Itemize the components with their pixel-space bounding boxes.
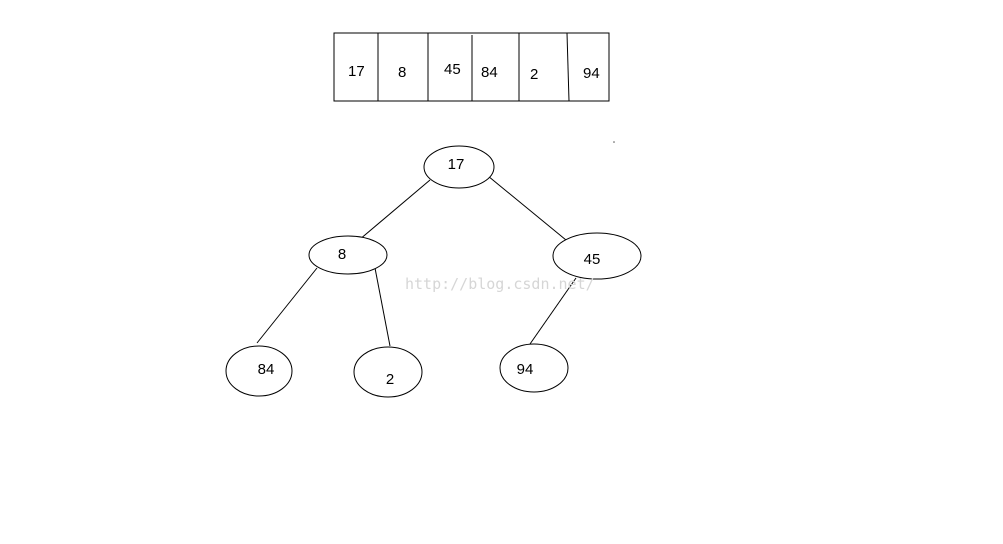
tree-node-94: 94 — [499, 343, 569, 393]
tree-node-84: 84 — [225, 345, 293, 397]
node-ellipse — [423, 145, 495, 189]
tree-edge — [529, 277, 577, 345]
tree-edge — [487, 175, 567, 241]
tree-edges — [256, 175, 577, 347]
array-cell-0: 17 — [348, 63, 365, 80]
array-cell-3: 84 — [481, 64, 498, 81]
array-cell-4: 2 — [530, 66, 538, 83]
tree-node-45: 45 — [552, 232, 642, 280]
array-divider — [566, 32, 570, 102]
tree-nodes: 17 8 45 84 2 94 — [225, 145, 642, 398]
array-cell-1: 8 — [398, 64, 406, 81]
tree-node-17: 17 — [423, 145, 495, 189]
tree-node-8: 8 — [308, 235, 388, 275]
tree-edge — [358, 179, 431, 241]
tree-edge — [256, 267, 318, 344]
node-ellipse — [308, 235, 388, 275]
node-label: 2 — [386, 371, 394, 388]
node-label: 17 — [448, 156, 465, 173]
node-label: 8 — [338, 246, 346, 263]
node-ellipse — [225, 345, 293, 397]
node-ellipse — [353, 346, 423, 398]
array-cell-5: 94 — [583, 65, 600, 82]
node-label: 84 — [258, 361, 275, 378]
watermark: http://blog.csdn.net/ — [405, 275, 595, 293]
node-label: 45 — [584, 251, 601, 268]
array-cell-2: 45 — [444, 61, 461, 78]
tree-node-2: 2 — [353, 346, 423, 398]
tree-edge — [374, 267, 391, 347]
node-ellipse — [552, 232, 642, 280]
node-label: 94 — [517, 361, 534, 378]
stray-dot — [613, 141, 615, 143]
array-box: 17 8 45 84 2 94 — [333, 32, 610, 102]
node-ellipse — [499, 343, 569, 393]
